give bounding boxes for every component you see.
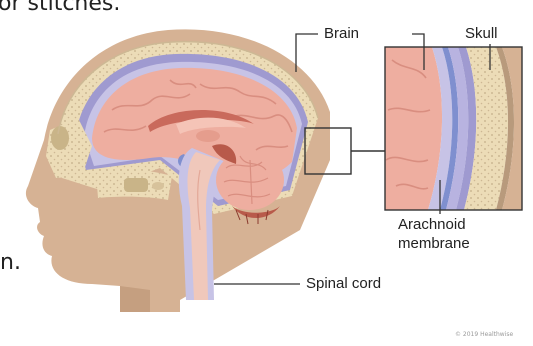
caption-left-fragment: n. xyxy=(0,250,21,275)
neck-shadow xyxy=(120,286,150,312)
brain-leader xyxy=(296,34,318,72)
label-arachnoid-line1: Arachnoid xyxy=(398,216,466,234)
magnified-inset xyxy=(385,47,522,210)
label-arachnoid-line2: membrane xyxy=(398,235,470,253)
label-skull: Skull xyxy=(465,25,498,43)
label-brain: Brain xyxy=(324,25,359,43)
watermark-copyright: © 2019 Healthwise xyxy=(455,331,513,338)
caption-top-fragment: or stitches. xyxy=(0,0,120,16)
label-spinal-cord: Spinal cord xyxy=(306,275,381,293)
thalamus-core xyxy=(196,130,220,142)
